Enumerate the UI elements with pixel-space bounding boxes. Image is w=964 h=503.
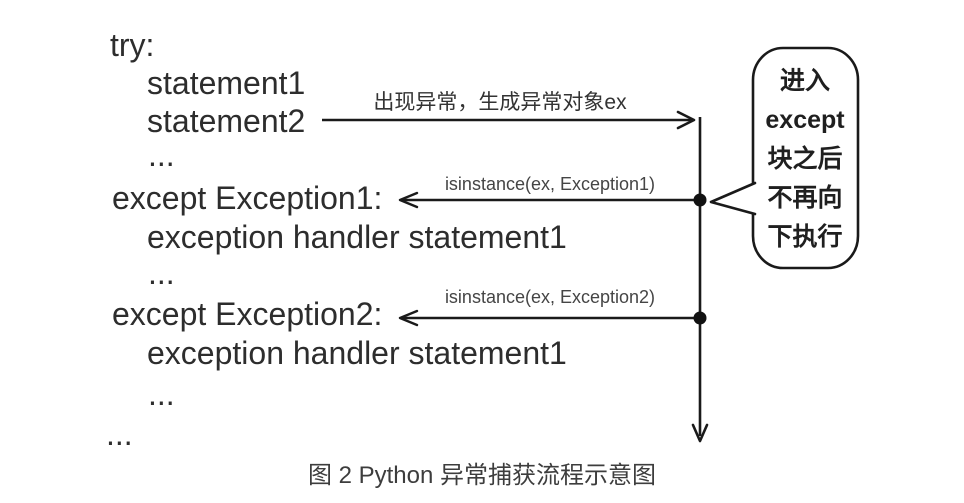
code-line-ellipsis-2: ... (148, 255, 175, 291)
code-line-except2: except Exception2: (112, 296, 383, 332)
isinstance2-arrow-label: isinstance(ex, Exception2) (444, 287, 656, 307)
raise-arrowhead-right-icon (676, 110, 696, 130)
junction-dot-2 (693, 311, 707, 325)
callout-line-2: except (765, 106, 845, 134)
figure-caption: 图 2 Python 异常捕获流程示意图 (307, 462, 657, 489)
junction-dot-1 (693, 193, 707, 207)
flow-arrowhead-down-icon (691, 423, 709, 443)
code-line-ellipsis-1: ... (148, 137, 175, 173)
code-line-ellipsis-4: ... (106, 416, 133, 452)
isinstance1-arrowhead-left-icon (398, 191, 419, 209)
callout-line-3: 块之后 (767, 145, 843, 173)
code-line-statement1: statement1 (147, 65, 306, 101)
code-line-handler2: exception handler statement1 (147, 335, 567, 371)
callout-bubble-tail (709, 181, 757, 216)
code-line-try: try: (110, 27, 155, 63)
code-line-handler1: exception handler statement1 (147, 219, 567, 255)
callout-bubble-outline (751, 46, 860, 270)
code-line-statement2: statement2 (147, 103, 306, 139)
callout-line-4: 不再向 (767, 184, 843, 212)
isinstance1-arrow-label: isinstance(ex, Exception1) (444, 174, 656, 194)
raise-arrow-label: 出现异常，生成异常对象ex (373, 91, 627, 114)
callout-bubble-text: 进入 except 块之后 不再向 下执行 (752, 62, 858, 257)
callout-line-1: 进入 (779, 67, 830, 95)
code-line-except1: except Exception1: (112, 180, 383, 216)
callout-line-5: 下执行 (767, 223, 843, 251)
isinstance2-arrowhead-left-icon (398, 309, 419, 327)
code-line-ellipsis-3: ... (148, 376, 175, 412)
